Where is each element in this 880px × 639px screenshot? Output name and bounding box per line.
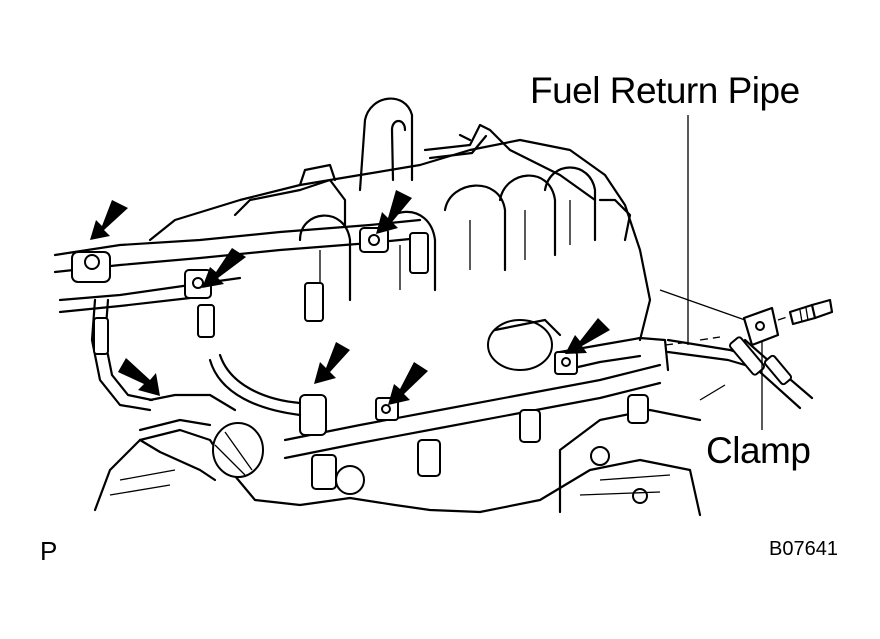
right-fuel-rail	[138, 318, 670, 495]
arrow-icon	[90, 200, 128, 240]
arrow-icon	[376, 190, 412, 234]
engine-block	[93, 408, 702, 517]
clamp-label: Clamp	[706, 430, 811, 471]
arrow-icon	[565, 318, 610, 354]
clamp-part	[742, 306, 780, 347]
arrow-icon	[118, 358, 160, 396]
arrow-icon	[202, 248, 246, 288]
fuel-return-pipe-label: Fuel Return Pipe	[530, 70, 800, 111]
left-fuel-rail	[53, 218, 429, 412]
arrow-icon	[388, 362, 428, 405]
intake-manifold	[148, 97, 652, 342]
figure-code: B07641	[769, 538, 838, 560]
view-marker: P	[40, 536, 58, 566]
fuel-return-pipe	[659, 289, 834, 410]
arrow-icon	[314, 342, 350, 384]
